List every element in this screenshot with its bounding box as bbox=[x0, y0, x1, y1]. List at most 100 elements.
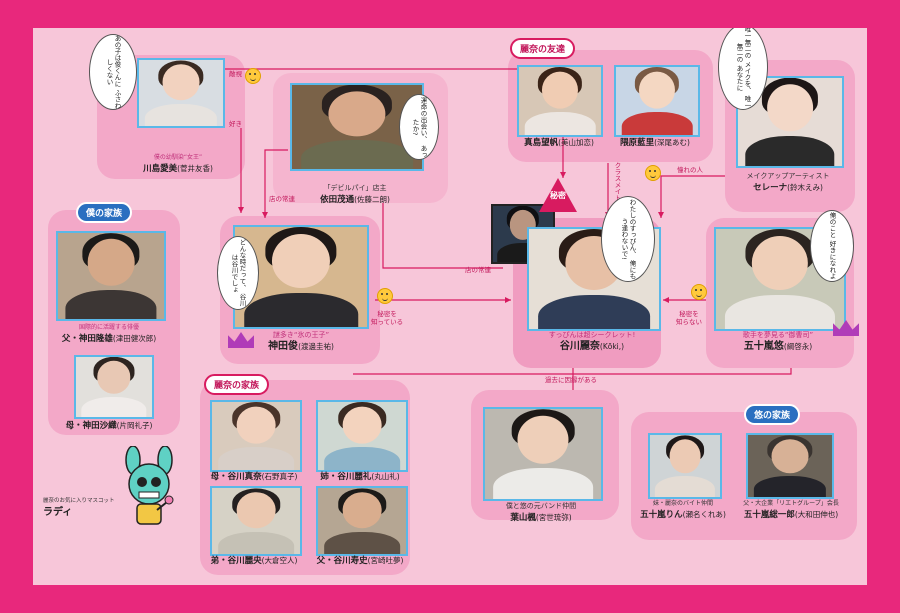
serena-caption: メイクアップアーティスト セレーナ(鈴木えみ) bbox=[733, 171, 843, 194]
rel-past-trouble: 過去に因縁がある bbox=[545, 376, 597, 384]
hayama-name: 葉山楓 bbox=[510, 513, 536, 523]
line-kanda-yu bbox=[353, 368, 792, 375]
rel-not-know-secret: 秘密を 知らない bbox=[676, 310, 702, 326]
rena-speech-bubble: わたしのすっぴん、 俺にもう逢わないで! bbox=[601, 196, 655, 282]
line-yoda-rena bbox=[382, 203, 503, 269]
soichiro-actor: (大和田伸也) bbox=[794, 510, 839, 519]
boku-family-title: 僕の家族 bbox=[76, 202, 133, 223]
serena-sub: メイクアップアーティスト bbox=[746, 172, 830, 180]
secret-label: 秘密 bbox=[550, 191, 566, 200]
hayama-actor: (宮世琉弥) bbox=[535, 513, 572, 522]
sister-rei-photo bbox=[316, 400, 408, 472]
heart-eyes-emoji-icon bbox=[645, 165, 661, 181]
kanda-shun-name: 神田俊 bbox=[268, 341, 299, 352]
rel-know-secret: 秘密を 知っている bbox=[371, 310, 404, 326]
angry-emoji-icon bbox=[245, 68, 261, 84]
yoda-sub: 「デビルパイ」店主 bbox=[323, 184, 387, 192]
kanda-mother-photo bbox=[74, 355, 154, 419]
kawashima-name: 川島愛美 bbox=[143, 164, 178, 174]
kanda-father-caption: 国際的に活躍する俳優 父・神田隆雄(津田健次郎) bbox=[53, 322, 165, 345]
kawashima-sub: 僕の幼馴染“女王” bbox=[153, 154, 203, 161]
kurihara-actor: (深尾あむ) bbox=[654, 138, 690, 147]
yoda-name: 依田茂通 bbox=[320, 195, 355, 205]
soichiro-caption: 父・大企業「リエトグループ」会長 五十嵐総一郎(大和田伸也) bbox=[733, 498, 849, 521]
mother-mana-caption: 母・谷川真奈(石野真子) bbox=[204, 471, 304, 483]
brother-reio-name: 弟・谷川麗央 bbox=[210, 556, 262, 566]
kanda-shun-sub: 謎多き“氷の王子” bbox=[272, 331, 330, 339]
rena-friends-title: 麗奈の友達 bbox=[510, 38, 576, 59]
father-hisashi-photo bbox=[316, 486, 408, 556]
tanigawa-rena-name: 谷川麗奈 bbox=[559, 341, 600, 352]
rel-distaste: 敵視 bbox=[229, 70, 242, 78]
kanda-father-photo bbox=[56, 231, 166, 321]
igarashi-yu-name: 五十嵐悠 bbox=[743, 341, 784, 352]
mother-mana-name: 母・谷川真奈 bbox=[210, 472, 262, 482]
brother-reio-actor: (大倉空人) bbox=[261, 556, 298, 565]
yoda-actor: (佐藤二朗) bbox=[354, 195, 390, 204]
rel-classmate: クラスメイト bbox=[613, 162, 621, 201]
kanda-shun-actor: (渡邊圭祐) bbox=[298, 342, 334, 351]
sister-rei-name: 姉・谷川麗礼 bbox=[320, 472, 372, 482]
rel-admire: 憧れの人 bbox=[677, 166, 703, 174]
kanda-mother-name: 母・神田沙織 bbox=[65, 421, 117, 431]
radi-sub: 麗奈のお気に入りマスコット bbox=[43, 498, 115, 504]
yoda-speech-bubble: 運命の出会い、 あったか? bbox=[399, 94, 439, 160]
serena-photo bbox=[736, 76, 844, 168]
radi-mascot-illustration bbox=[125, 446, 174, 525]
rin-actor: (瀬名くれあ) bbox=[682, 510, 726, 519]
yoda-caption: 「デビルパイ」店主 依田茂通(佐藤二朗) bbox=[300, 183, 410, 206]
kurihara-name: 隈原藍里 bbox=[620, 138, 655, 148]
mashima-photo bbox=[517, 65, 603, 137]
rel-regular1: 店の常連 bbox=[269, 195, 295, 203]
brother-reio-caption: 弟・谷川麗央(大倉空人) bbox=[204, 555, 304, 567]
father-hisashi-actor: (宮崎吐夢) bbox=[367, 556, 404, 565]
serena-name: セレーナ bbox=[753, 183, 788, 193]
rena-family-title: 麗奈の家族 bbox=[204, 374, 270, 395]
line-serena-rena bbox=[660, 175, 725, 218]
mashima-name: 真島望帆 bbox=[524, 138, 559, 148]
kanda-father-name: 父・神田隆雄 bbox=[61, 334, 113, 344]
mother-mana-photo bbox=[210, 400, 302, 472]
tongue-emoji-icon bbox=[691, 284, 707, 300]
kawashima-speech-bubble: あの子は俊くんに ふさわしくない bbox=[89, 34, 137, 110]
rin-name: 五十嵐りん bbox=[640, 510, 683, 520]
yu-family-title: 悠の家族 bbox=[744, 404, 801, 425]
secret-badge bbox=[539, 178, 577, 212]
hayama-sub: 僕と悠の元バンド仲間 bbox=[505, 502, 577, 510]
kanda-mother-actor: (片岡礼子) bbox=[116, 421, 153, 430]
brother-reio-photo bbox=[210, 486, 302, 556]
mashima-caption: 真島望帆(美山加恋) bbox=[511, 137, 607, 149]
mother-mana-actor: (石野真子) bbox=[261, 472, 298, 481]
mashima-actor: (美山加恋) bbox=[558, 138, 594, 147]
tanigawa-rena-sub: すっぴんは超シークレット! bbox=[548, 331, 636, 339]
kanda-speech-bubble: どんな時だって、 谷川は谷川でしょ bbox=[217, 236, 259, 310]
kanda-shun-caption: 謎多き“氷の王子” 神田俊(渡邊圭祐) bbox=[246, 330, 356, 352]
serena-speech-bubble: 唯一無二の メイクを、 唯一無二の あなたに bbox=[718, 28, 768, 110]
rel-regular2: 店の常連 bbox=[465, 266, 491, 274]
rel-like: 好き bbox=[229, 120, 242, 128]
sister-rei-caption: 姉・谷川麗礼(丸山礼) bbox=[310, 471, 410, 483]
serena-actor: (鈴木えみ) bbox=[787, 183, 823, 192]
yu-speech-bubble: 俺のこと 好きになれよ bbox=[810, 210, 854, 282]
soichiro-sub: 父・大企業「リエトグループ」会長 bbox=[743, 500, 839, 507]
tanigawa-rena-caption: すっぴんは超シークレット! 谷川麗奈(Kōki,) bbox=[529, 330, 655, 352]
igarashi-yu-sub: 歌手を夢見る“御曹司” bbox=[742, 331, 814, 339]
igarashi-yu-caption: 歌手を夢見る“御曹司” 五十嵐悠(綱啓永) bbox=[715, 330, 841, 352]
radi-name: ラディ bbox=[43, 507, 73, 518]
line-yoda-kanda bbox=[264, 149, 288, 218]
kanda-mother-caption: 母・神田沙織(片岡礼子) bbox=[53, 420, 165, 432]
kanda-father-sub: 国際的に活躍する俳優 bbox=[78, 324, 139, 331]
soichiro-name: 五十嵐総一郎 bbox=[743, 510, 795, 520]
rin-caption: 妹・麗奈のバイト仲間 五十嵐りん(瀬名くれあ) bbox=[631, 498, 735, 521]
father-hisashi-caption: 父・谷川寿史(宮崎吐夢) bbox=[310, 555, 410, 567]
kawashima-caption: 僕の幼馴染“女王” 川島愛美(菅井友香) bbox=[128, 152, 228, 175]
kawashima-photo bbox=[137, 58, 225, 128]
rin-sub: 妹・麗奈のバイト仲間 bbox=[652, 500, 713, 507]
soichiro-photo bbox=[746, 433, 834, 499]
kurihara-photo bbox=[614, 65, 700, 137]
radi-caption: 麗奈のお気に入りマスコット ラディ bbox=[43, 496, 123, 518]
rin-photo bbox=[648, 433, 722, 499]
father-hisashi-name: 父・谷川寿史 bbox=[316, 556, 368, 566]
kawashima-actor: (菅井友香) bbox=[177, 164, 213, 173]
sister-rei-actor: (丸山礼) bbox=[371, 472, 400, 481]
